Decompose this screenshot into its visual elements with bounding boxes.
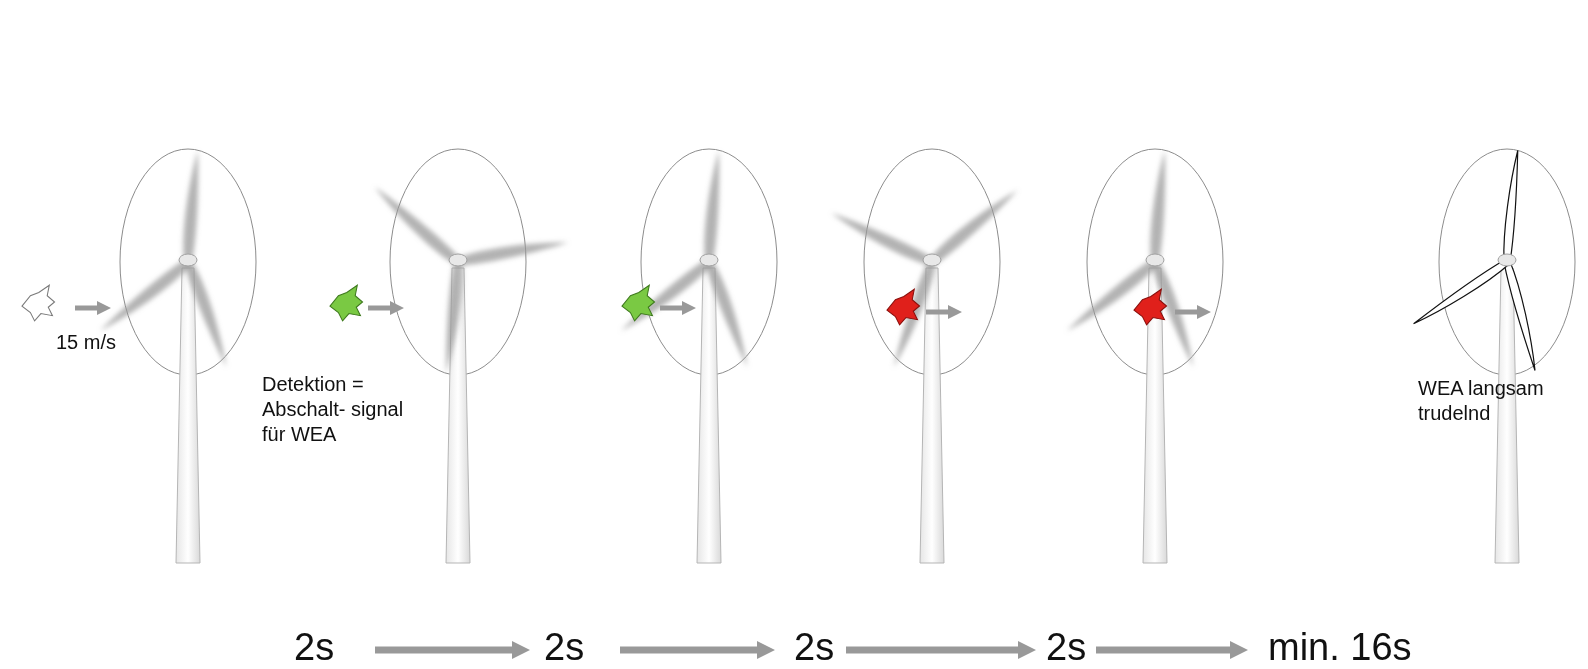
hub: [1498, 254, 1516, 266]
time-step: min. 16s: [1268, 624, 1412, 669]
wind-turbine: [1412, 149, 1575, 563]
flight-arrow: [926, 305, 962, 319]
flight-arrow: [75, 301, 111, 315]
time-step: 2s: [544, 624, 584, 669]
bat: [330, 285, 363, 321]
hub: [923, 254, 941, 266]
wind-turbine: [1064, 149, 1223, 563]
bat: [887, 289, 920, 325]
turbine-state-note: WEA langsam trudelnd: [1418, 376, 1558, 426]
bat: [22, 285, 55, 321]
timeline-arrow: [375, 641, 530, 659]
wind-turbine: [97, 149, 256, 563]
timeline-arrow: [846, 641, 1036, 659]
tower: [1495, 268, 1519, 563]
tower: [176, 268, 200, 563]
flight-arrow: [368, 301, 404, 315]
wind-turbine: [828, 149, 1021, 563]
rotor-blades: [1064, 150, 1200, 369]
hub: [700, 254, 718, 266]
rotor-blades: [1412, 150, 1541, 371]
rotor-blades: [97, 150, 233, 369]
bat: [622, 285, 655, 321]
time-step: 2s: [1046, 624, 1086, 669]
flight-arrow: [660, 301, 696, 315]
hub: [179, 254, 197, 266]
timeline-arrow: [1096, 641, 1248, 659]
rotor-blades: [828, 185, 1021, 370]
detection-note: Detektion = Abschalt- signal für WEA: [262, 372, 422, 447]
hub: [1146, 254, 1164, 266]
speed-label: 15 m/s: [56, 330, 116, 355]
wind-turbine: [370, 149, 569, 563]
bat: [1134, 289, 1167, 325]
rotor-blades: [370, 183, 569, 374]
wind-turbine: [618, 149, 777, 563]
hub: [449, 254, 467, 266]
tower: [697, 268, 721, 563]
flight-arrow: [1175, 305, 1211, 319]
time-step: 2s: [294, 624, 334, 669]
rotor-blades: [618, 150, 754, 369]
timeline-arrow: [620, 641, 775, 659]
time-step: 2s: [794, 624, 834, 669]
